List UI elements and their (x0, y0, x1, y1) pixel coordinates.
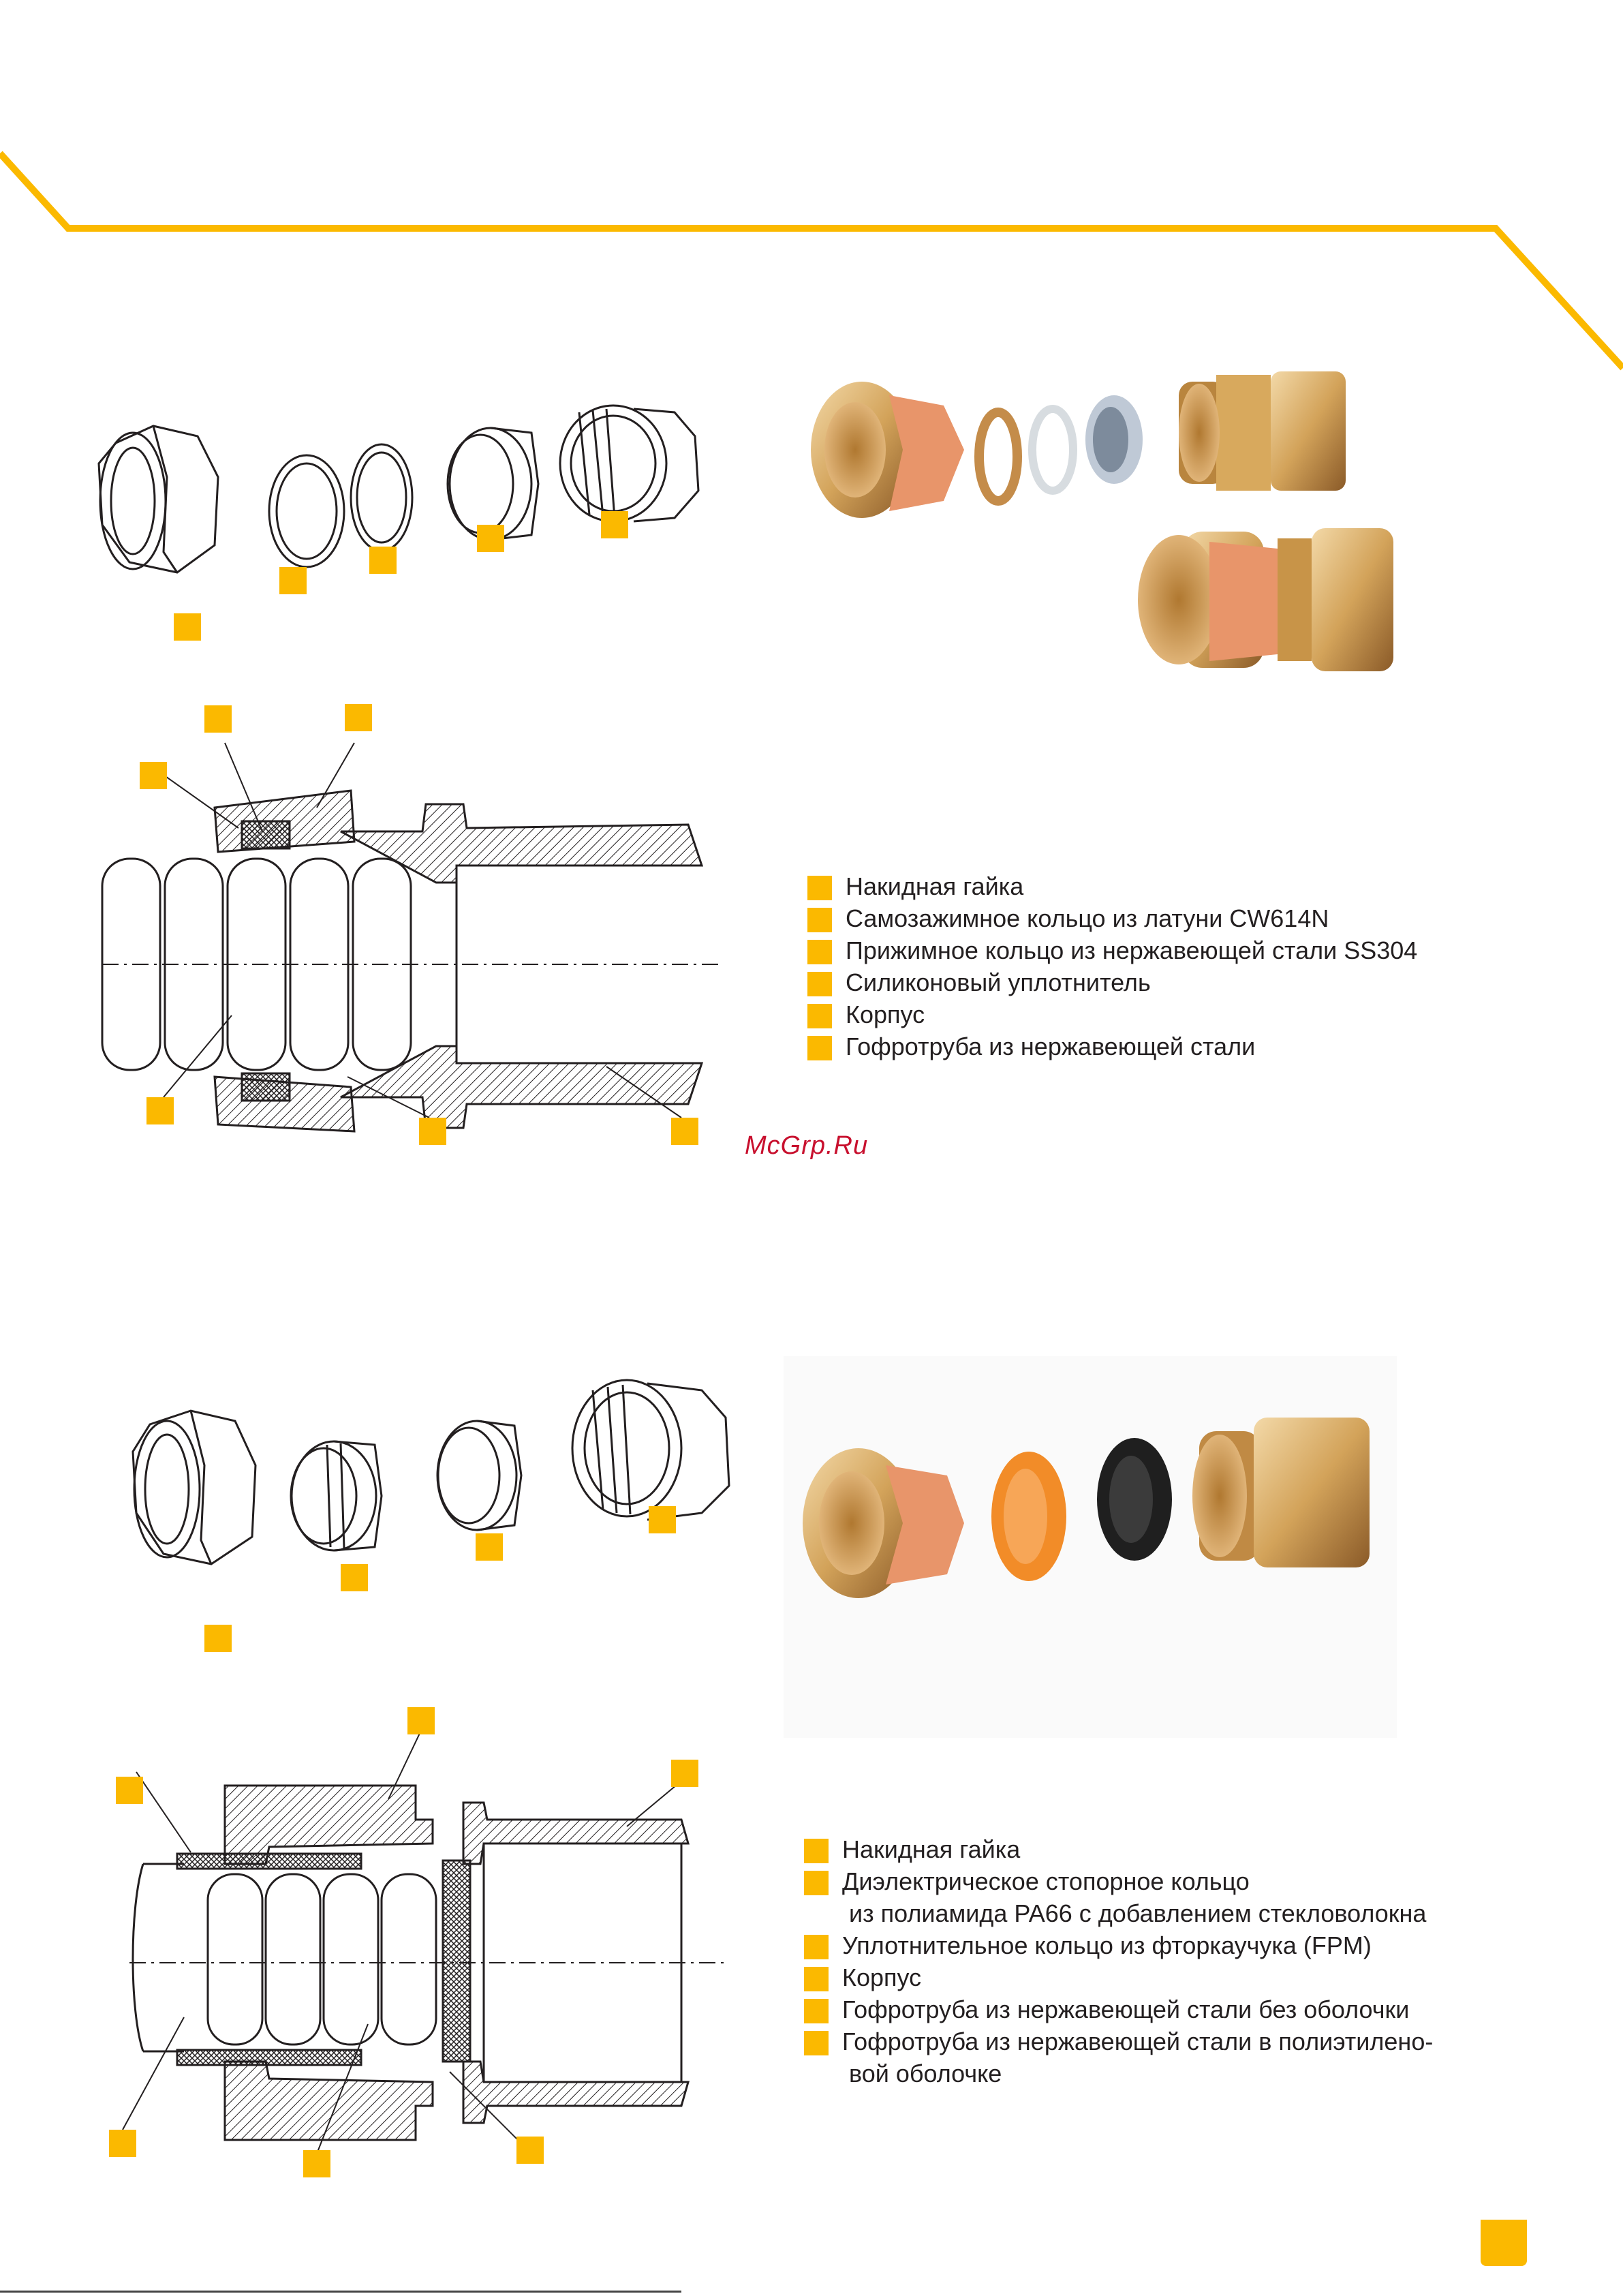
legend-item: Гофротруба из нержавеющей стали в полиэт… (804, 2025, 1433, 2057)
header-frame-line (0, 151, 1623, 371)
legend-marker (804, 1999, 829, 2023)
callout-marker (649, 1506, 676, 1533)
section2-product-photo (784, 1356, 1397, 1738)
callout-marker (345, 704, 372, 731)
callout-marker (279, 567, 307, 594)
callout-marker (671, 1760, 698, 1787)
section1-cross-section (101, 742, 722, 1133)
callout-marker (476, 1533, 503, 1561)
legend-marker (804, 1839, 829, 1863)
callout-marker (204, 1625, 232, 1652)
callout-marker (601, 511, 628, 538)
section1-product-photo (811, 371, 1393, 671)
legend-item: Накидная гайка (804, 1833, 1433, 1865)
callout-marker (516, 2137, 544, 2164)
page-corner-badge (1481, 2220, 1527, 2266)
legend-marker (804, 1871, 829, 1895)
section1-exploded-drawing (97, 404, 700, 574)
callout-marker (341, 1564, 368, 1591)
callout-marker (419, 1118, 446, 1145)
section2-exploded-drawing (132, 1379, 730, 1565)
callout-marker (303, 2150, 330, 2177)
callout-marker (671, 1118, 698, 1145)
legend-item: Накидная гайка (807, 870, 1417, 902)
legend-item: Корпус (807, 998, 1417, 1030)
legend-marker (807, 940, 832, 964)
legend-marker (807, 1004, 832, 1028)
legend-item: Гофротруба из нержавеющей стали без обол… (804, 1993, 1433, 2025)
callout-marker (369, 547, 397, 574)
callout-marker (477, 525, 504, 552)
callout-marker (174, 613, 201, 641)
callout-marker (140, 762, 167, 789)
legend-item-continuation: из полиамида PA66 с добавлением стеклово… (849, 1899, 1427, 1927)
callout-marker (204, 705, 232, 733)
legend-marker (804, 1967, 829, 1991)
section2-cross-section (122, 1727, 729, 2154)
section1-legend: Накидная гайка Самозажимное кольцо из ла… (807, 870, 1417, 1062)
legend-marker (807, 1036, 832, 1060)
legend-item: Диэлектрическое стопорное кольцо (804, 1865, 1433, 1897)
legend-item: Силиконовый уплотнитель (807, 966, 1417, 998)
legend-item: Корпус (804, 1961, 1433, 1993)
callout-marker (116, 1777, 143, 1804)
legend-item: Прижимное кольцо из нержавеющей стали SS… (807, 934, 1417, 966)
legend-marker (804, 2031, 829, 2055)
watermark: McGrp.Ru (745, 1131, 869, 1160)
callout-marker (407, 1707, 435, 1734)
legend-item-continuation: вой оболочке (849, 2060, 1002, 2087)
section2-legend: Накидная гайка Диэлектрическое стопорное… (804, 1833, 1433, 2090)
legend-item: Гофротруба из нержавеющей стали (807, 1030, 1417, 1062)
callout-marker (109, 2130, 136, 2157)
legend-marker (804, 1935, 829, 1959)
legend-marker (807, 908, 832, 932)
callout-marker (146, 1097, 174, 1124)
legend-marker (807, 972, 832, 996)
legend-item: Самозажимное кольцо из латуни CW614N (807, 902, 1417, 934)
legend-item: Уплотнительное кольцо из фторкаучука (FP… (804, 1929, 1433, 1961)
legend-marker (807, 876, 832, 900)
footer-rule (0, 2291, 681, 2293)
